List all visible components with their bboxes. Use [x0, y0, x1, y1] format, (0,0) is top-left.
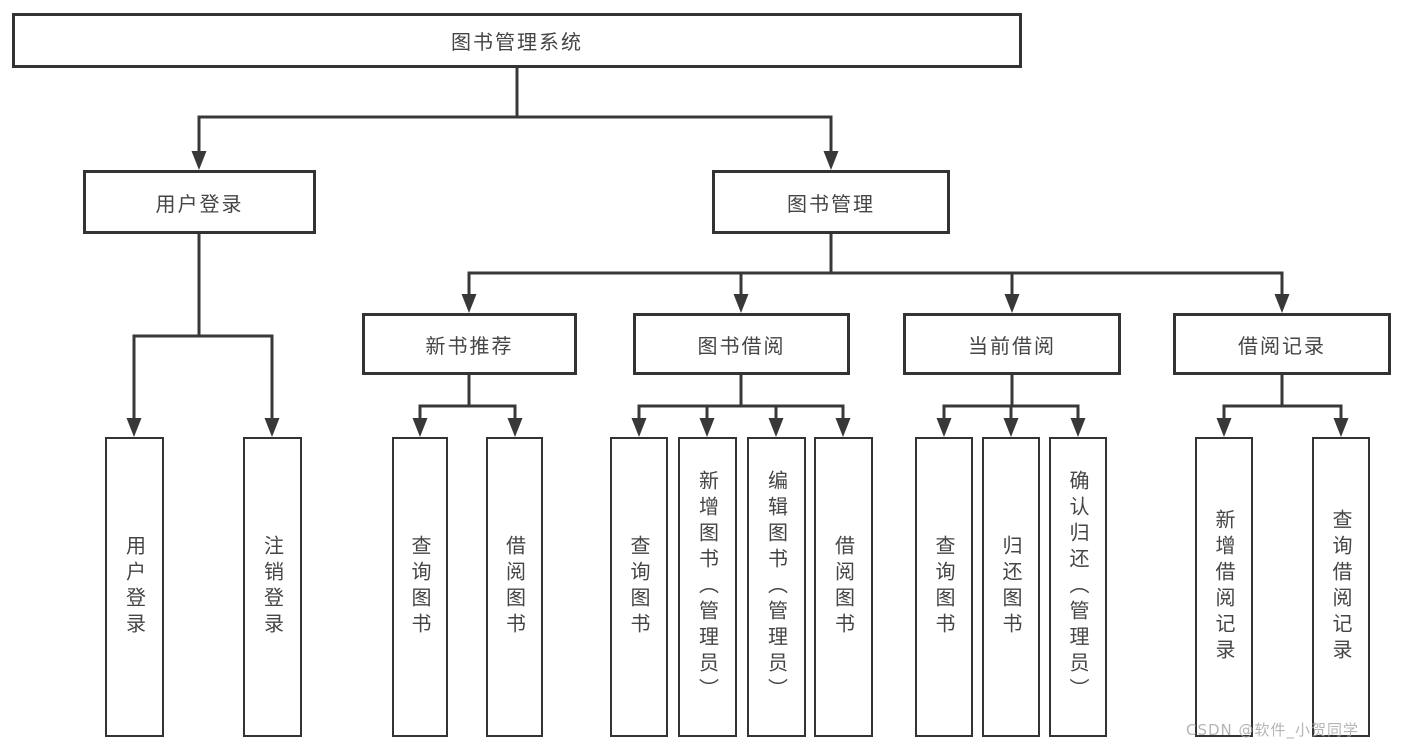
arrow-down-icon — [264, 418, 280, 437]
leaf-borrowing-borrow: 借阅图书 — [814, 437, 873, 737]
leaf-user-login: 用户登录 — [105, 437, 164, 737]
leaf-newbooks-borrow: 借阅图书 — [486, 437, 543, 737]
arrow-down-icon — [412, 418, 428, 437]
leaf-records-add: 新增借阅记录 — [1195, 437, 1253, 737]
arrow-down-icon — [191, 151, 207, 170]
leaf-newbooks-query: 查询图书 — [392, 437, 448, 737]
connector-records-split — [1222, 375, 1343, 420]
arrow-down-icon — [699, 418, 715, 437]
node-root: 图书管理系统 — [12, 13, 1022, 68]
arrow-down-icon — [1003, 418, 1019, 437]
connector-root-split — [197, 68, 833, 152]
leaf-borrowing-edit-admin: 编辑图书（管理员） — [747, 437, 806, 737]
arrow-down-icon — [1333, 418, 1349, 437]
connector-borrowing-split — [637, 375, 845, 420]
leaf-logout: 注销登录 — [243, 437, 302, 737]
arrow-down-icon — [461, 294, 477, 313]
arrow-down-icon — [507, 418, 523, 437]
arrow-down-icon — [1216, 418, 1232, 437]
leaf-current-query: 查询图书 — [915, 437, 973, 737]
arrow-down-icon — [835, 418, 851, 437]
leaf-current-confirm-admin: 确认归还（管理员） — [1049, 437, 1107, 737]
arrow-down-icon — [631, 418, 647, 437]
node-user-login: 用户登录 — [83, 170, 316, 234]
arrow-down-icon — [126, 418, 142, 437]
node-new-book-recommend: 新书推荐 — [362, 313, 577, 375]
leaf-records-query: 查询借阅记录 — [1312, 437, 1370, 737]
connector-new-books-split — [418, 375, 517, 420]
connector-book-mgmt-split — [467, 234, 1284, 295]
node-book-borrowing: 图书借阅 — [633, 313, 850, 375]
connector-user-login-split — [132, 234, 274, 420]
node-current-borrowing: 当前借阅 — [903, 313, 1121, 375]
arrow-down-icon — [1004, 294, 1020, 313]
leaf-current-return: 归还图书 — [982, 437, 1040, 737]
leaf-borrowing-query: 查询图书 — [610, 437, 668, 737]
arrow-down-icon — [936, 418, 952, 437]
arrowheads — [126, 151, 1349, 437]
arrow-down-icon — [823, 151, 839, 170]
leaf-borrowing-add-admin: 新增图书（管理员） — [678, 437, 737, 737]
arrow-down-icon — [1274, 294, 1290, 313]
arrow-down-icon — [1070, 418, 1086, 437]
node-borrow-records: 借阅记录 — [1173, 313, 1391, 375]
arrow-down-icon — [768, 418, 784, 437]
arrow-down-icon — [733, 294, 749, 313]
node-book-management: 图书管理 — [712, 170, 950, 234]
connector-current-split — [942, 375, 1080, 420]
